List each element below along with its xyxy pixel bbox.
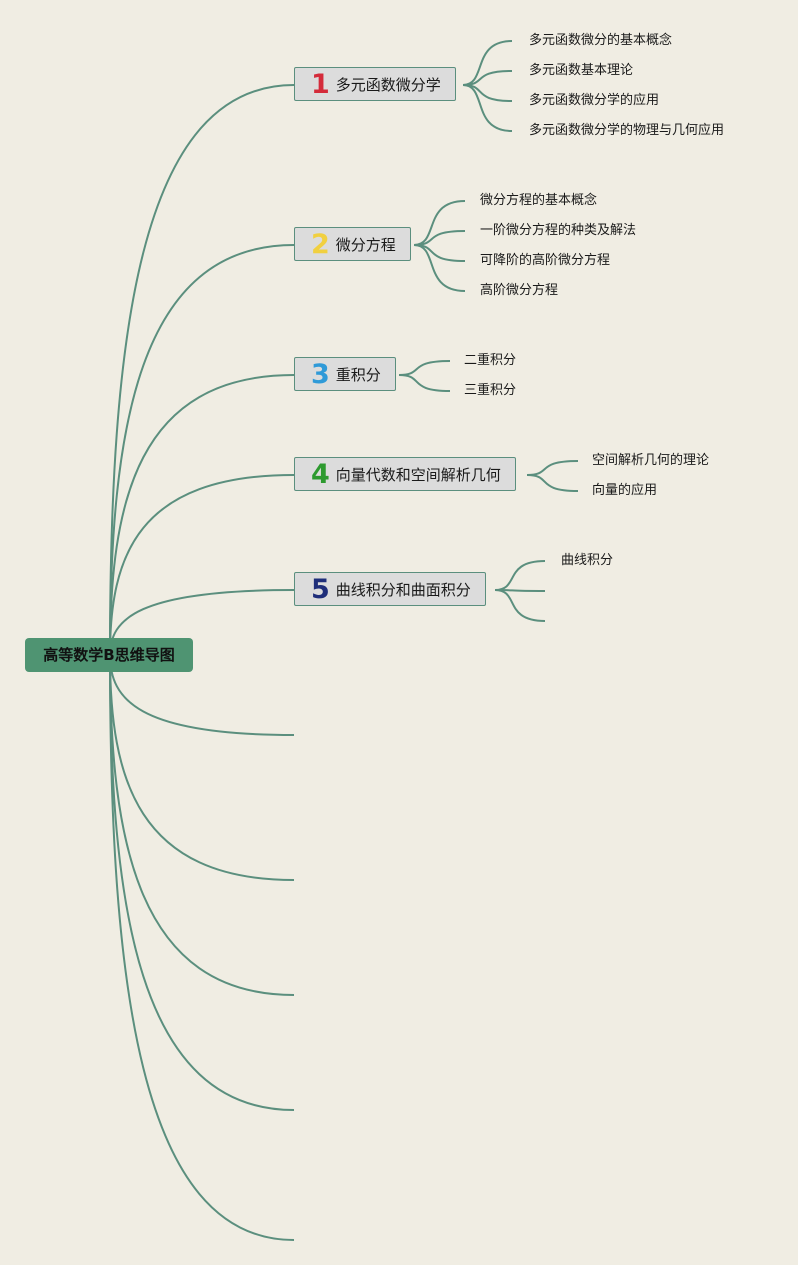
root-link	[109, 244, 295, 656]
root-link	[109, 474, 295, 656]
topic-4[interactable]: 4 向量代数和空间解析几何	[294, 457, 516, 491]
subtopic[interactable]: 多元函数微分的基本概念	[529, 33, 673, 48]
root-link	[109, 654, 295, 996]
topic-3[interactable]: 3 重积分	[294, 357, 396, 391]
topic-label: 向量代数和空间解析几何	[335, 465, 501, 484]
subtopic[interactable]: 三重积分	[464, 383, 517, 398]
subtopic[interactable]: 空间解析几何的理论	[592, 453, 710, 468]
subtopic[interactable]: 多元函数微分学的物理与几何应用	[529, 123, 725, 138]
subtopic[interactable]: 曲线积分	[561, 553, 614, 568]
subtopic[interactable]: 高阶微分方程	[480, 283, 559, 298]
branch-link	[494, 560, 546, 591]
topic-label: 多元函数微分学	[335, 75, 441, 94]
root-topic[interactable]: 高等数学B思维导图	[25, 638, 193, 672]
root-link	[109, 84, 295, 656]
topic-5[interactable]: 5 曲线积分和曲面积分	[294, 572, 486, 606]
topic-1[interactable]: 1 多元函数微分学	[294, 67, 456, 101]
topic-label: 重积分	[335, 365, 381, 384]
topic-number-2: 2	[311, 228, 330, 260]
subtopic[interactable]: 多元函数微分学的应用	[529, 93, 660, 108]
subtopic[interactable]: 可降阶的高阶微分方程	[480, 253, 611, 268]
topic-label: 曲线积分和曲面积分	[335, 580, 471, 599]
subtopic[interactable]: 多元函数基本理论	[529, 63, 634, 78]
branch-link	[494, 589, 546, 622]
branch-link	[398, 374, 451, 392]
branch-link	[413, 244, 466, 292]
subtopic[interactable]: 二重积分	[464, 353, 517, 368]
root-link	[109, 374, 295, 656]
topic-label: 微分方程	[335, 235, 396, 254]
branch-link	[526, 474, 579, 492]
branch-link	[462, 84, 513, 132]
subtopic[interactable]: 一阶微分方程的种类及解法	[480, 223, 637, 238]
topic-2[interactable]: 2 微分方程	[294, 227, 411, 261]
subtopic[interactable]: 向量的应用	[592, 483, 658, 498]
topic-number-5: 5	[311, 573, 330, 605]
branch-link	[526, 460, 579, 476]
root-link	[109, 654, 295, 881]
topic-number-3: 3	[311, 358, 330, 390]
topic-number-1: 1	[311, 68, 330, 100]
root-link	[109, 654, 295, 1241]
branch-link	[462, 40, 513, 86]
branch-link	[413, 200, 466, 246]
branch-link	[398, 360, 451, 376]
topic-number-4: 4	[311, 458, 330, 490]
subtopic[interactable]: 微分方程的基本概念	[480, 193, 598, 208]
